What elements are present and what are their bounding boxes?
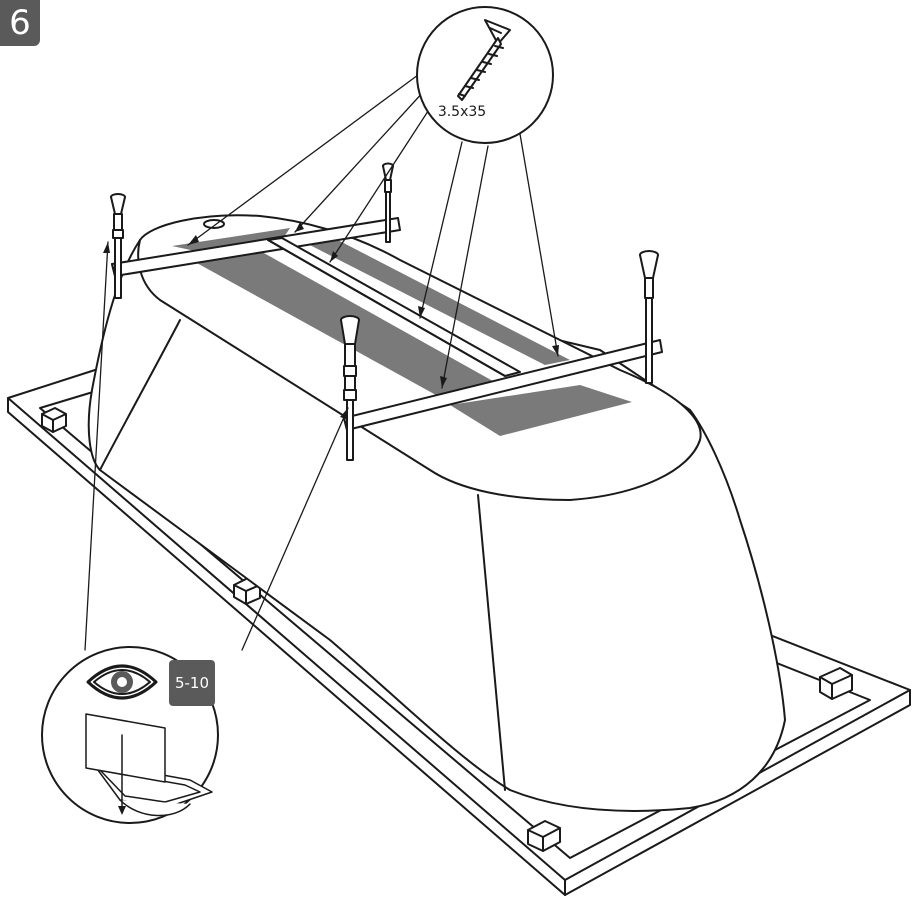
support-leg xyxy=(340,315,360,461)
eye-icon xyxy=(86,664,158,700)
screw-size-label: 3.5x35 xyxy=(437,104,487,120)
level-gauge-icon xyxy=(85,713,213,817)
level-range-badge: 5-10 xyxy=(169,660,215,706)
screw-icon xyxy=(457,19,511,101)
floor-block xyxy=(819,667,853,700)
screw-detail-circle xyxy=(416,6,554,144)
step-number-badge: 6 xyxy=(0,0,40,46)
support-leg xyxy=(110,193,126,299)
arrow-heads xyxy=(103,222,559,419)
floor-block xyxy=(527,820,561,852)
level-leader-lines xyxy=(84,241,349,651)
support-leg xyxy=(639,250,659,384)
screw-leader-lines xyxy=(187,74,559,389)
floor-block xyxy=(233,577,261,605)
floor-block xyxy=(41,407,67,433)
